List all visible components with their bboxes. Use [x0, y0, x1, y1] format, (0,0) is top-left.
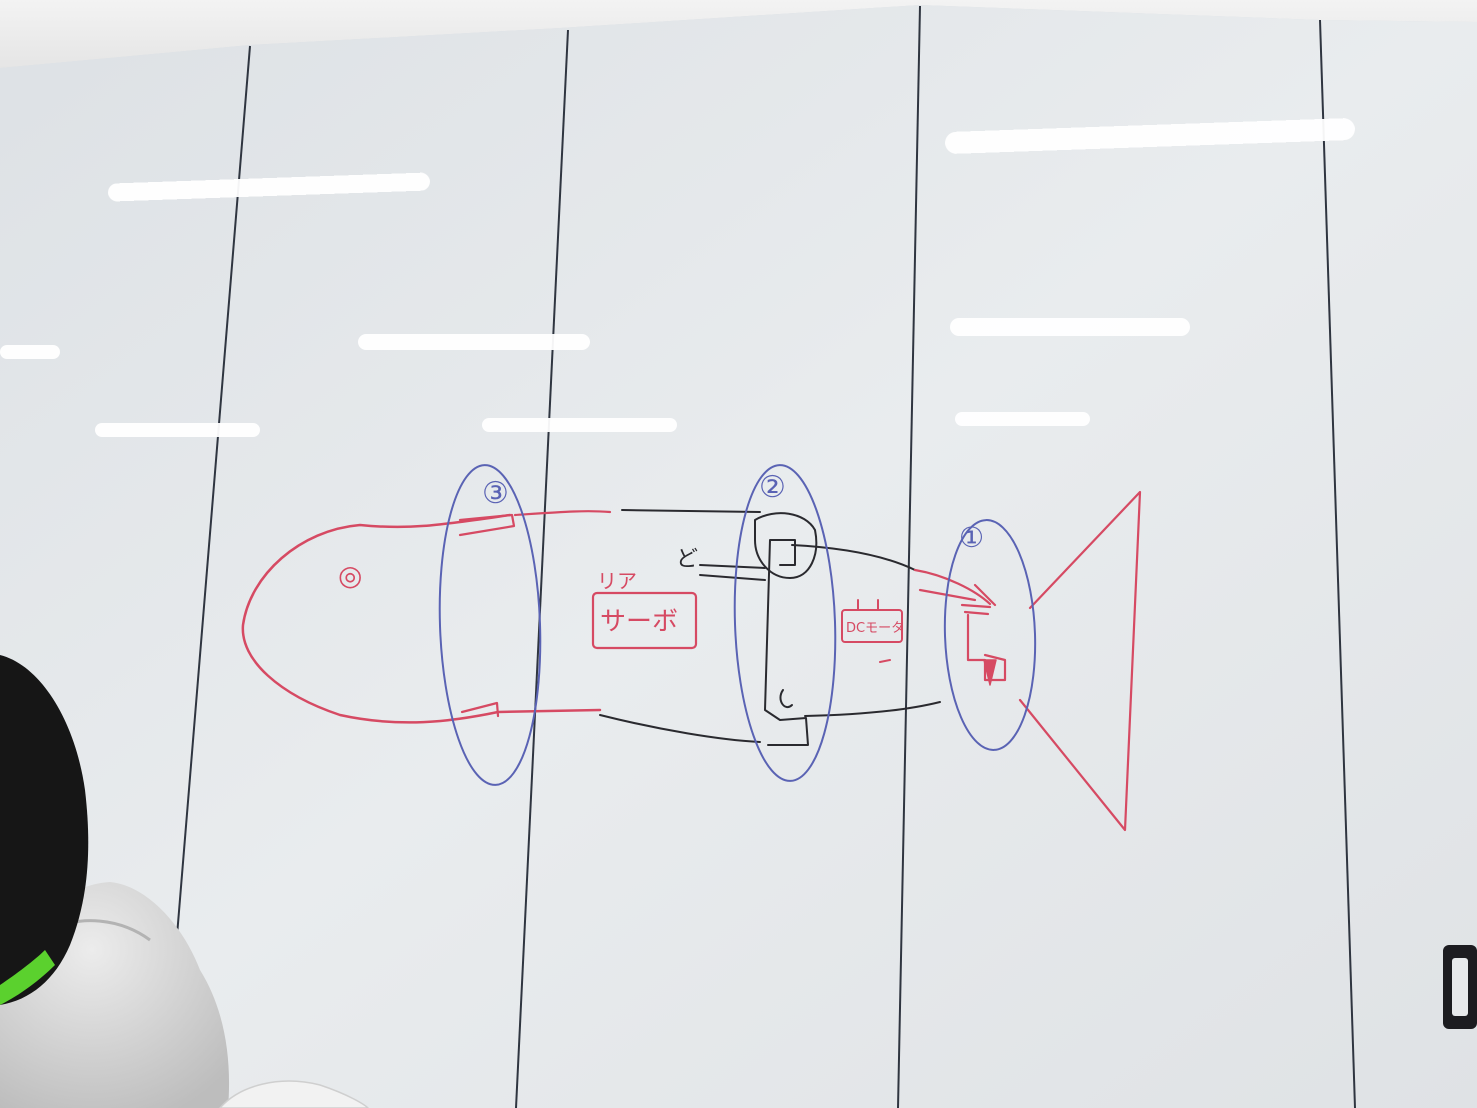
- green-accent: [0, 950, 55, 1005]
- circle-label-2: ②: [759, 470, 786, 505]
- whiteboard-surface: [0, 5, 1477, 1108]
- head-collar: [458, 513, 516, 718]
- section-ring-3: [438, 464, 542, 786]
- servo-box: [591, 591, 698, 650]
- section-ring-2: [733, 464, 837, 782]
- head-eye: ◎: [338, 559, 362, 592]
- chair-back: [219, 1080, 370, 1108]
- person-foreground: [0, 655, 370, 1108]
- circle-label-1: ①: [959, 521, 984, 554]
- fish-tail: [1018, 490, 1142, 832]
- servo-label: サーボ: [600, 607, 678, 637]
- section-ring-1: [943, 519, 1037, 751]
- fish-diagram: [241, 464, 1142, 832]
- dc-motor-box: [841, 609, 903, 643]
- dc-motor-label: DCモータ: [846, 621, 904, 636]
- handwritten-labels: ③ ② ① ◎ リア サーボ DCモータ ど: [338, 470, 984, 637]
- small-note: ど: [676, 547, 698, 572]
- ceiling: [0, 0, 1477, 68]
- fish-head: [241, 513, 602, 724]
- hair: [0, 655, 89, 1005]
- body-frame: [699, 539, 809, 746]
- board-handle[interactable]: [1443, 945, 1477, 1029]
- panel-seams: [174, 5, 1356, 1108]
- light-reflections: [0, 118, 1355, 437]
- fish-body: [599, 509, 941, 743]
- circle-label-3: ③: [482, 476, 509, 511]
- servo-note: リア: [597, 569, 637, 593]
